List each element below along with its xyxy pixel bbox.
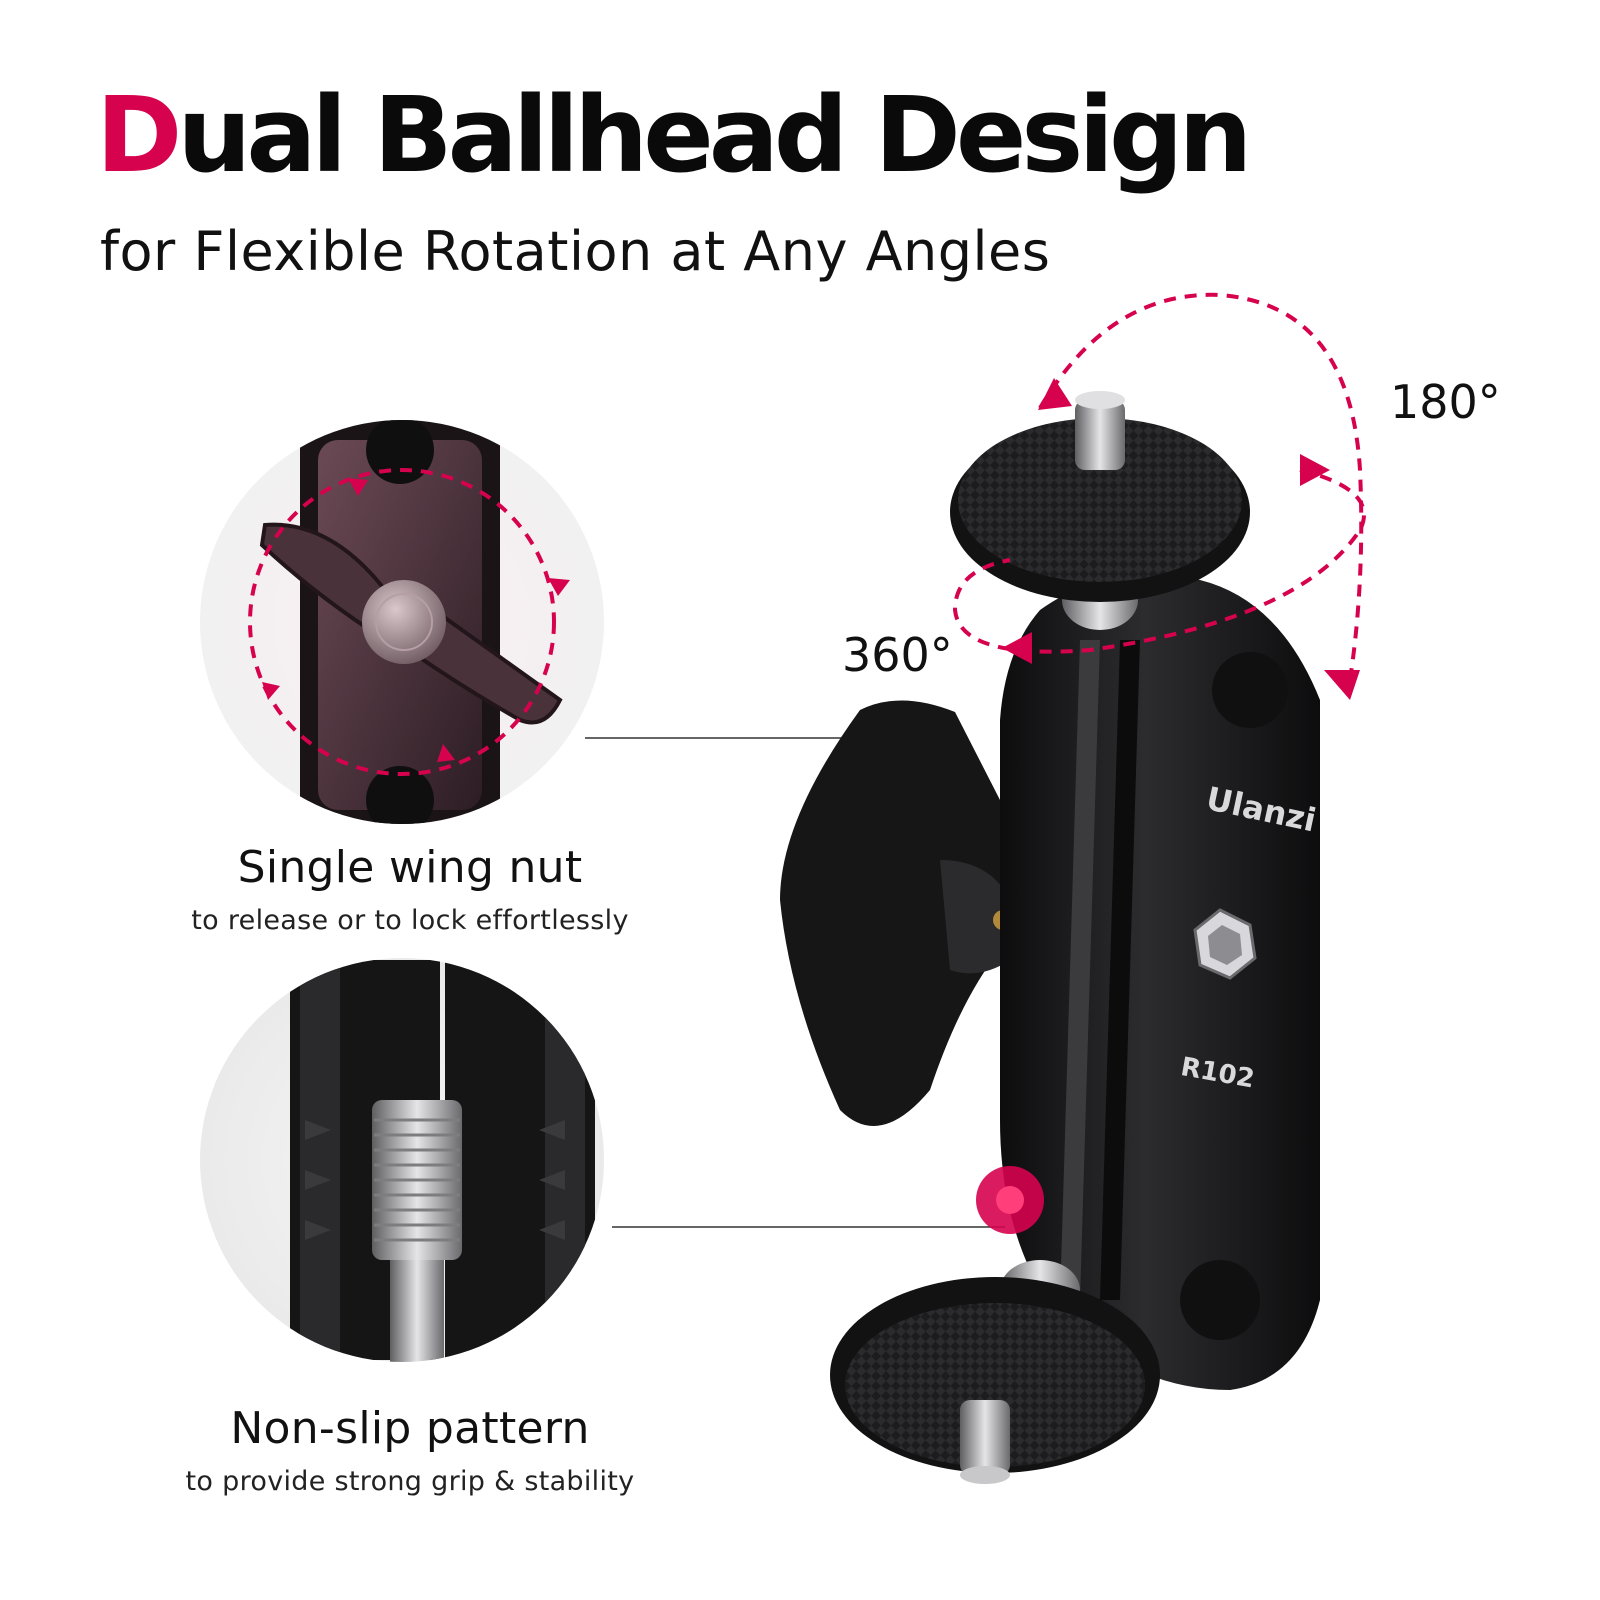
- feature-wing-nut-label: Single wing nut: [237, 842, 583, 893]
- non-slip-zoom-circle: [200, 958, 604, 1362]
- page-title: Dual Ballhead Design: [96, 78, 1252, 192]
- feature-wing-nut-description: to release or to lock effortlessly: [191, 905, 629, 936]
- page-subtitle: for Flexible Rotation at Any Angles: [100, 220, 1051, 283]
- title-rest: ual Ballhead Design: [177, 74, 1252, 196]
- vertical-angle-label: 180°: [1390, 375, 1501, 429]
- feature-non-slip: Non-slip pattern to provide strong grip …: [160, 1403, 660, 1497]
- feature-non-slip-label: Non-slip pattern: [230, 1403, 590, 1454]
- feature-non-slip-description: to provide strong grip & stability: [185, 1466, 635, 1497]
- title-accent-letter: D: [96, 74, 182, 196]
- top-screw-icon: [1075, 400, 1125, 470]
- rotation-180-arrow-icon: [1038, 292, 1364, 681]
- wing-nut-zoom-circle: [200, 420, 604, 824]
- wing-nut-knob-icon: [362, 580, 446, 664]
- feature-wing-nut: Single wing nut to release or to lock ef…: [160, 842, 660, 936]
- rotation-360-arrow-icon: [952, 468, 1366, 654]
- bottom-screw-icon: [960, 1400, 1010, 1475]
- horizontal-angle-label: 360°: [842, 628, 953, 682]
- ballhead-mount: Ulanzi R102: [780, 391, 1320, 1484]
- rotate-arrow-icon: [248, 468, 556, 776]
